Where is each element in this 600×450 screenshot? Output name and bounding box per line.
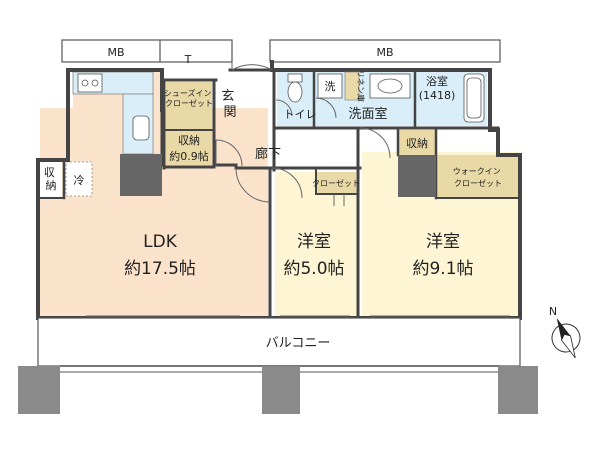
stove-icon — [77, 73, 103, 93]
mb-left-label: MB — [107, 46, 124, 59]
fridge-space — [65, 161, 93, 197]
bath-size-label: (1418) — [419, 89, 456, 102]
ldk-storage-floor — [40, 160, 62, 198]
room1-size-label: 約5.0帖 — [283, 259, 344, 279]
balcony-column-left — [18, 366, 60, 414]
storage-size-label: 約0.9帖 — [169, 149, 209, 163]
ldk-size-label: 約17.5帖 — [124, 259, 196, 279]
washroom-label: 洗面室 — [348, 106, 387, 122]
shoes-in-closet-label: シューズイン クローゼット — [164, 88, 214, 108]
walls — [36, 60, 522, 320]
shoes-closet-floor — [166, 82, 212, 130]
doors — [215, 62, 391, 206]
bedroom-storage-floor — [398, 130, 436, 155]
north-arrow-icon — [551, 318, 581, 359]
washing-machine-icon — [317, 73, 343, 99]
room2-name-label: 洋室 — [426, 232, 460, 252]
closet-label: クローゼット — [312, 178, 360, 188]
north-label: N — [549, 305, 557, 318]
column-bedroom-storage — [398, 155, 436, 197]
wic-floor — [437, 155, 520, 197]
labels: MB T MB シューズイン クローゼット 玄 関 収納 約0.9帖 廊下 トイ… — [44, 46, 504, 351]
balcony — [18, 317, 538, 414]
balcony-column-mid — [262, 366, 300, 414]
sink-icon — [132, 115, 150, 141]
mb-right-label: MB — [376, 46, 393, 59]
balcony-column-right — [498, 366, 538, 414]
washbasin-icon — [369, 73, 411, 99]
toilet-icon — [287, 73, 303, 103]
bedroom-storage-label: 収納 — [406, 137, 428, 150]
genkan-label: 玄 関 — [221, 89, 238, 120]
storage-floor — [166, 130, 212, 165]
columns — [120, 154, 436, 197]
ldk-name-label: LDK — [143, 232, 178, 252]
storage-name-label: 収納 — [178, 134, 200, 147]
ldk-floor — [40, 108, 268, 316]
walk-in-closet-label: ウォークイン クローゼット — [453, 167, 504, 188]
toilet-label: トイレ — [284, 108, 317, 121]
wash-label: 洗 — [325, 80, 336, 93]
meter-boxes — [61, 39, 501, 63]
t-label: T — [184, 53, 192, 66]
column-kitchen — [120, 154, 162, 196]
linen-closet — [344, 71, 360, 101]
room-floors — [40, 68, 520, 316]
linen-label: リネン庫 — [356, 70, 366, 102]
room1-name-label: 洋室 — [297, 232, 331, 252]
ldk-storage-label: 収 納 — [44, 166, 59, 192]
closet-floor — [316, 172, 356, 194]
bath-name-label: 浴室 — [426, 74, 448, 88]
room2-size-label: 約9.1帖 — [412, 259, 473, 279]
room1-floor — [275, 172, 357, 316]
corridor-label: 廊下 — [255, 146, 281, 162]
bathtub-icon — [463, 73, 485, 123]
fridge-icon: 冷 — [74, 174, 85, 187]
balcony-label: バルコニー — [266, 336, 331, 351]
